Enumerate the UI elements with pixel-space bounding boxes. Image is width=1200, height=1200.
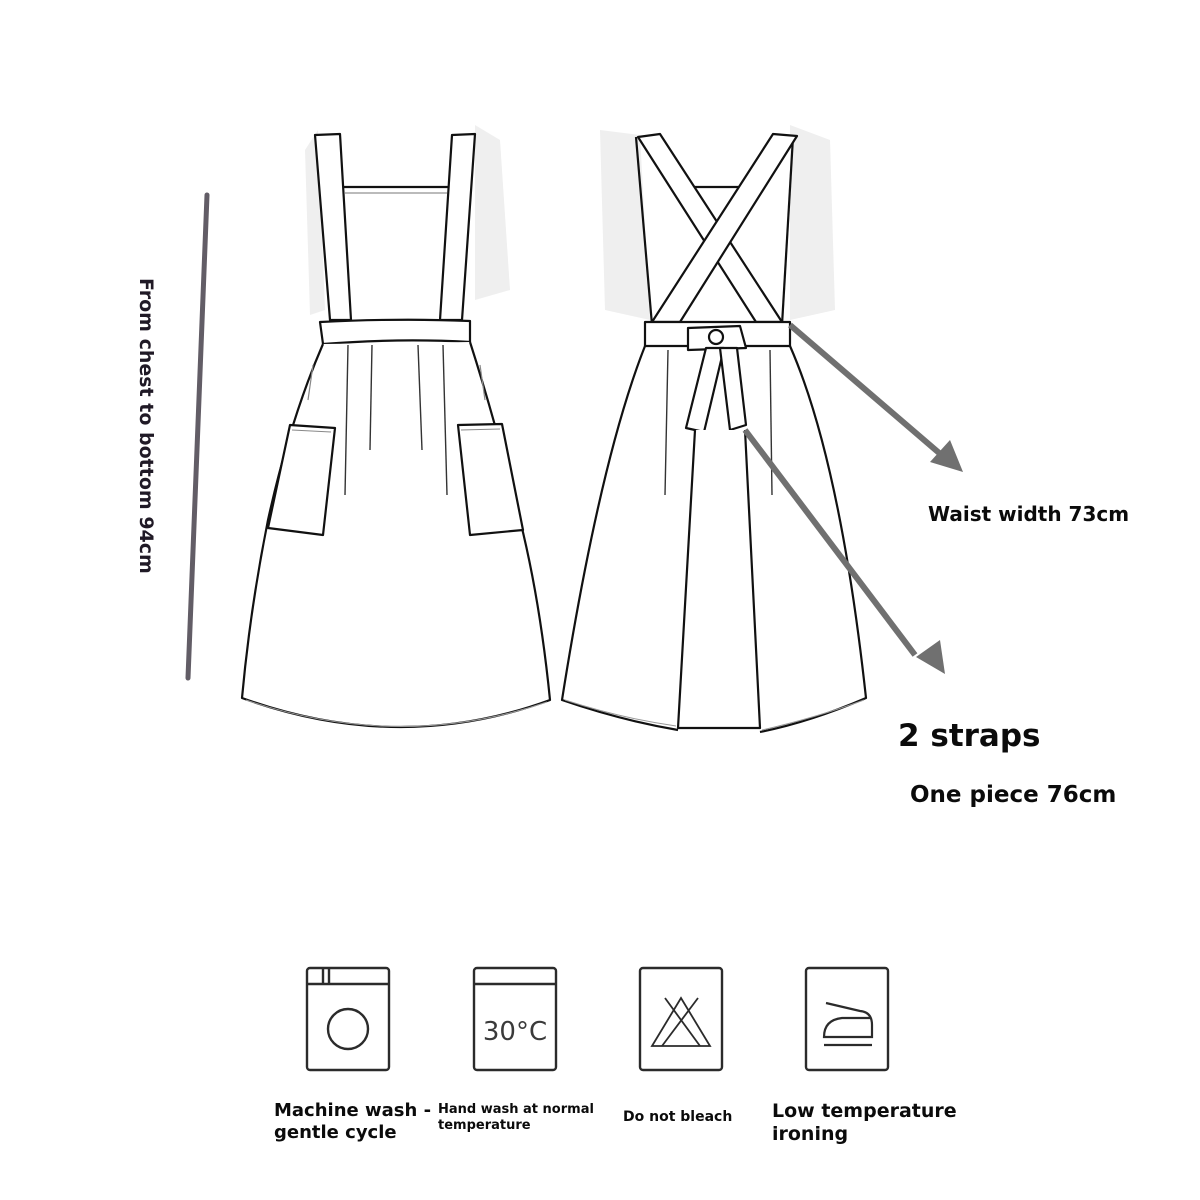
waist-arrow <box>788 322 947 461</box>
straps-count-label: 2 straps <box>898 718 1041 754</box>
care-icons <box>305 966 890 1072</box>
care-label-no-bleach: Do not bleach <box>623 1109 733 1125</box>
strap-length-label: One piece 76cm <box>910 782 1117 808</box>
care-label-machine-wash: Machine wash - gentle cycle <box>274 1100 432 1143</box>
strap-arrow <box>742 428 918 657</box>
care-label-hand-wash: Hand wash at normal temperature <box>438 1102 594 1133</box>
hand-wash-temp: 30°C <box>483 1017 547 1047</box>
shoulder-shadows <box>305 125 835 320</box>
no-bleach-icon <box>638 966 724 1072</box>
length-measure-line <box>185 192 210 681</box>
front-view <box>240 132 552 729</box>
length-label: From chest to bottom 94cm <box>135 278 157 574</box>
low-temp-iron-icon <box>804 966 890 1072</box>
back-view <box>560 132 868 734</box>
hand-wash-30-icon <box>472 966 558 1072</box>
measure-arrows <box>742 322 963 674</box>
care-label-iron: Low temperature ironing <box>772 1100 957 1146</box>
machine-wash-icon <box>305 966 391 1072</box>
waist-label: Waist width 73cm <box>928 502 1130 526</box>
